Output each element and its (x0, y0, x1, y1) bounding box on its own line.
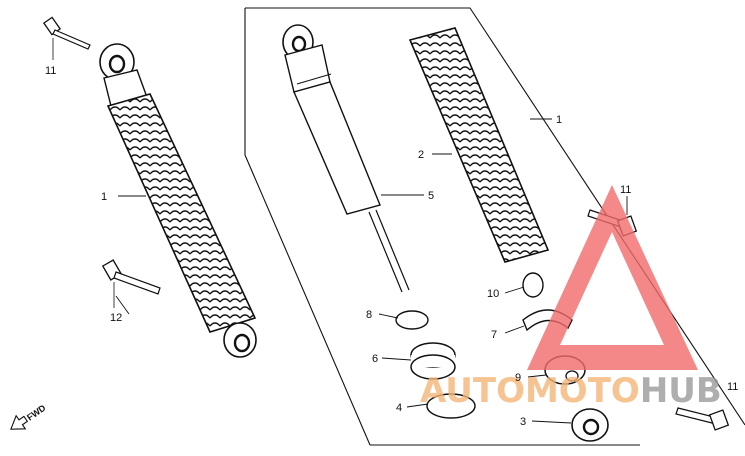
warning-triangle-mark (527, 185, 698, 370)
callout-2: 2 (418, 149, 424, 161)
fwd-label: FWD (25, 402, 48, 422)
leader-lines (115, 118, 628, 424)
assembled-shock-absorber (99, 43, 257, 358)
callout-11-upper-left: 11 (45, 65, 56, 77)
callout-1-left: 1 (101, 191, 107, 203)
svg-text:AUTOMOTOHUB: AUTOMOTOHUB (420, 371, 722, 411)
watermark-text-automoto: AUTOMOTO (420, 371, 640, 411)
callout-3: 3 (520, 416, 526, 428)
spring (408, 27, 550, 263)
callout-1-right: 1 (556, 114, 562, 126)
callout-labels: 11 1 12 1 2 5 11 10 8 7 6 9 4 3 11 (45, 65, 738, 428)
callout-11-right: 11 (620, 184, 631, 196)
automotohub-watermark-logo: AUTOMOTOHUB (420, 185, 722, 411)
callout-8: 8 (366, 309, 372, 321)
callout-10: 10 (487, 288, 499, 300)
exploded-frame-diagonal (244, 154, 371, 446)
fwd-arrow-icon (10, 414, 29, 430)
callout-9: 9 (515, 372, 521, 384)
damper-body (282, 24, 410, 293)
bolt-11-upper-left (42, 16, 91, 60)
callout-7: 7 (491, 329, 497, 341)
watermark-text-hub: HUB (640, 371, 722, 411)
callout-6: 6 (372, 353, 378, 365)
bolt-12 (101, 259, 161, 308)
callout-11-lower-right: 11 (727, 381, 738, 393)
callout-12: 12 (110, 312, 122, 324)
callout-4: 4 (396, 402, 402, 414)
callout-5: 5 (428, 190, 434, 202)
fwd-direction-indicator: FWD (10, 402, 48, 430)
bolt-11-lower-right (675, 407, 730, 431)
